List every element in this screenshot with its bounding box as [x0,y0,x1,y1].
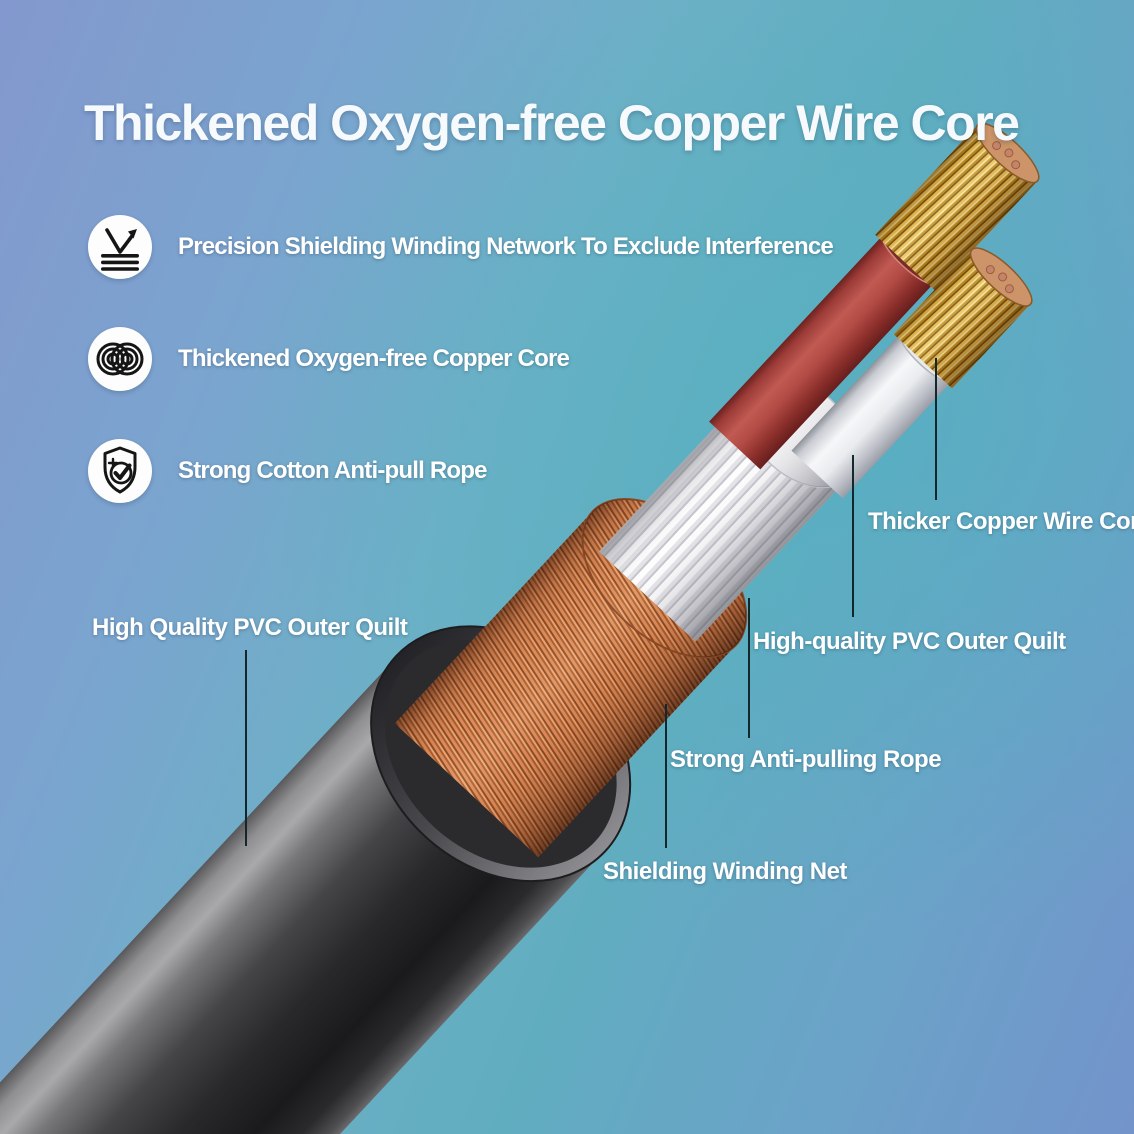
feature-label: Thickened Oxygen-free Copper Core [178,345,570,372]
feature-row-rope: Strong Cotton Anti-pull Rope [88,438,833,504]
feature-label: Precision Shielding Winding Network To E… [178,233,834,260]
copper-coil-icon [88,327,152,391]
feature-label: Strong Cotton Anti-pull Rope [178,457,487,484]
feature-list: Precision Shielding Winding Network To E… [88,214,834,550]
callout-line-shielding-winding-net [665,704,667,848]
reflection-shielding-icon [88,215,152,279]
feature-row-shielding: Precision Shielding Winding Network To E… [88,214,834,280]
callout-label-pvc-outer-quilt-right: High-quality PVC Outer Quilt [753,628,1066,655]
callout-line-pvc-outer-quilt-right [852,455,854,617]
shield-check-icon [88,439,152,503]
callout-line-anti-pulling-rope [748,598,750,738]
feature-row-copper-core: Thickened Oxygen-free Copper Core [88,326,833,392]
callout-line-pvc-outer-quilt-left [245,650,247,846]
callout-label-pvc-outer-quilt-left: High Quality PVC Outer Quilt [92,614,408,641]
callout-label-anti-pulling-rope: Strong Anti-pulling Rope [670,746,942,773]
callout-label-thicker-copper-wire-core: Thicker Copper Wire Core [868,508,1134,535]
callout-line-thicker-copper-wire-core [935,358,937,500]
copper-strands-red-wire [875,122,1040,291]
page-title: Thickened Oxygen-free Copper Wire Core [84,95,1020,151]
copper-strands-white-wire [893,247,1033,389]
callout-label-shielding-winding-net: Shielding Winding Net [603,858,847,885]
